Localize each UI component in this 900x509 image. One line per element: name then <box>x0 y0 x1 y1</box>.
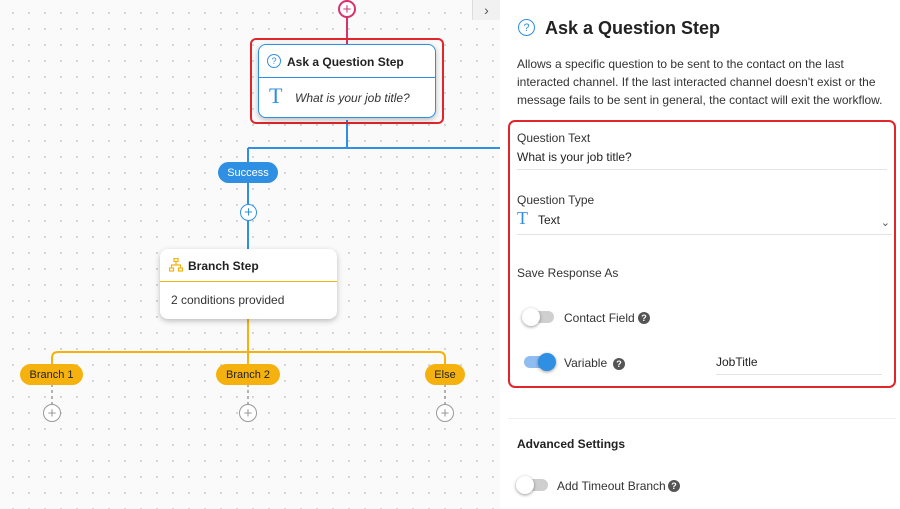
question-type-select[interactable]: T Text ⌄ <box>517 208 892 235</box>
plus-circle-icon: + <box>243 404 253 422</box>
else-branch-label[interactable]: Else <box>425 364 465 385</box>
text-t-icon: T <box>517 208 528 228</box>
question-text-input[interactable]: What is your job title? <box>517 150 887 170</box>
add-step-top-button[interactable]: + <box>338 0 356 18</box>
connector-lines <box>51 16 500 404</box>
plus-circle-icon: + <box>342 0 352 18</box>
variable-label: Variable <box>564 356 608 370</box>
branch-tree-icon <box>168 257 184 277</box>
question-type-label: Question Type <box>517 193 595 207</box>
save-response-label: Save Response As <box>517 266 619 280</box>
timeout-branch-label: Add Timeout Branch <box>557 479 666 493</box>
plus-circle-icon: + <box>440 404 450 422</box>
question-text-label: Question Text <box>517 131 591 145</box>
question-text-value: What is your job title? <box>517 150 632 164</box>
node-title: Ask a Question Step <box>287 55 404 69</box>
variable-toggle[interactable] <box>524 353 556 371</box>
collapse-panel-button[interactable]: › <box>472 0 500 20</box>
help-icon[interactable]: ? <box>613 358 625 370</box>
branch-2-label[interactable]: Branch 2 <box>216 364 280 385</box>
plus-circle-icon: + <box>47 404 57 422</box>
variable-name-input[interactable]: JobTitle <box>716 355 882 375</box>
add-step-button[interactable]: + <box>240 204 257 221</box>
text-t-icon: T <box>269 83 283 108</box>
panel-description: Allows a specific question to be sent to… <box>517 57 883 107</box>
question-circle-icon: ? <box>267 54 281 68</box>
help-icon[interactable]: ? <box>668 480 680 492</box>
branch-conditions: 2 conditions provided <box>171 293 285 307</box>
contact-field-label: Contact Field <box>564 311 635 325</box>
contact-field-toggle[interactable] <box>522 308 554 326</box>
question-type-value: Text <box>538 213 561 227</box>
branch-1-label[interactable]: Branch 1 <box>20 364 83 385</box>
plus-circle-icon: + <box>244 204 253 221</box>
workflow-canvas[interactable]: + ? Ask a Question Step T What is your j… <box>0 0 500 509</box>
question-settings-highlight <box>508 120 896 388</box>
node-question: What is your job title? <box>295 91 410 105</box>
success-label: Success <box>218 162 278 183</box>
variable-name-value: JobTitle <box>716 355 758 369</box>
divider <box>508 418 896 419</box>
step-settings-panel: ? Ask a Question Step Allows a specific … <box>500 0 900 509</box>
add-step-branch-2-button[interactable]: + <box>239 404 257 422</box>
branch-step-node[interactable]: Branch Step 2 conditions provided <box>160 249 337 319</box>
add-step-else-button[interactable]: + <box>436 404 454 422</box>
chevron-down-icon: ⌄ <box>880 217 890 229</box>
node-title: Branch Step <box>188 259 259 273</box>
advanced-settings-heading: Advanced Settings <box>517 437 626 451</box>
question-circle-icon: ? <box>518 19 535 36</box>
add-step-branch-1-button[interactable]: + <box>43 404 61 422</box>
panel-title: Ask a Question Step <box>545 18 721 38</box>
help-icon[interactable]: ? <box>638 312 650 324</box>
chevron-right-icon: › <box>484 2 489 18</box>
ask-question-node[interactable]: ? Ask a Question Step T What is your job… <box>258 44 436 118</box>
timeout-branch-toggle[interactable] <box>516 476 548 494</box>
selected-node-highlight <box>250 38 444 124</box>
